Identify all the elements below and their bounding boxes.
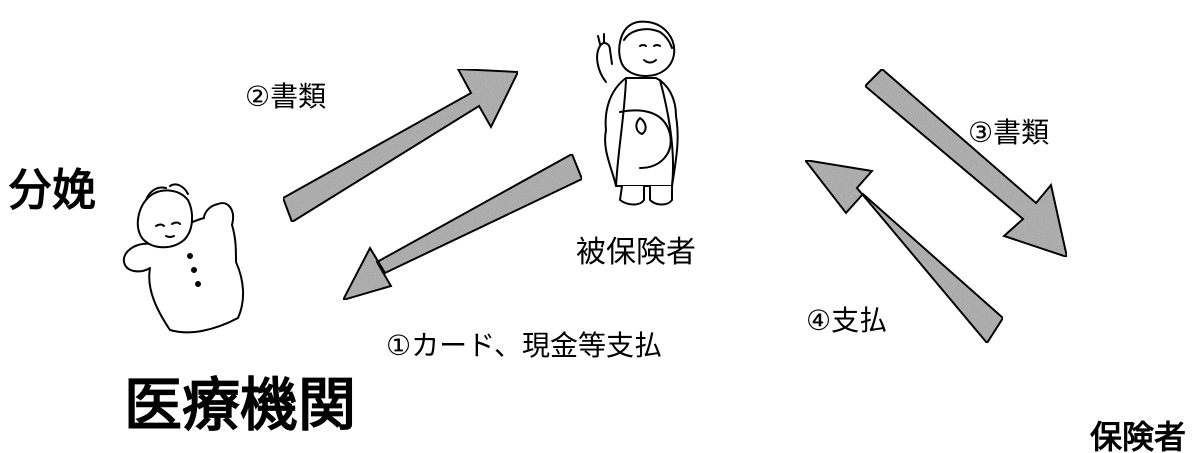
label-step2: ②書類 — [245, 80, 326, 113]
label-medical-institution: 医療機関 — [124, 371, 356, 439]
pregnant-woman-icon — [596, 20, 679, 206]
label-insurer: 保険者 — [1090, 418, 1186, 453]
label-step4: ④支払 — [806, 304, 887, 337]
arrow-step3 — [863, 67, 1069, 259]
baby-icon — [122, 183, 244, 334]
arrow-step2 — [281, 67, 520, 224]
label-step3: ③書類 — [968, 116, 1049, 149]
label-step1: ①カード、現金等支払 — [386, 329, 662, 362]
arrow-step4 — [802, 158, 1005, 345]
label-insured-person: 被保険者 — [576, 235, 696, 270]
arrow-step1 — [341, 152, 584, 302]
label-childbirth: 分娩 — [8, 165, 96, 216]
